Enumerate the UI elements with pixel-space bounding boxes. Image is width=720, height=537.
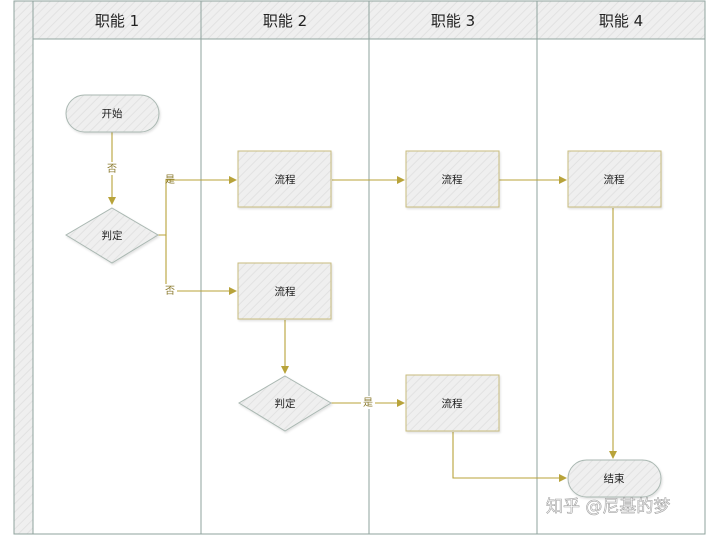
lane-title-2: 职能 2	[263, 12, 307, 30]
node-process4	[237, 262, 332, 320]
node-decision2-label: 判定	[275, 397, 296, 410]
node-decision1	[65, 207, 159, 264]
edge-decision1-yes	[158, 176, 237, 236]
edge-label-bg	[163, 284, 177, 297]
edge-process5-to-end	[452, 432, 567, 482]
pool-strip	[13, 0, 34, 535]
lane-title-4: 职能 4	[599, 12, 643, 30]
node-process3	[567, 150, 662, 208]
node-end	[567, 459, 662, 498]
node-start	[65, 94, 160, 133]
edge-label-decision1-no: 否	[165, 285, 175, 297]
edge-label-decision2-yes: 是	[363, 397, 373, 409]
edge-label-decision1-yes: 是	[165, 174, 175, 186]
node-process2	[405, 150, 500, 208]
edge-label-bg	[361, 396, 375, 409]
node-decision2	[238, 375, 332, 432]
watermark: 知乎 @尼基的梦	[546, 497, 670, 517]
node-end-label: 结束	[604, 472, 625, 485]
node-start-label: 开始	[102, 107, 123, 120]
node-process1-label: 流程	[275, 173, 296, 186]
lane-title-1: 职能 1	[95, 12, 139, 30]
node-process1	[237, 150, 332, 208]
node-process4-label: 流程	[275, 285, 296, 298]
lane-title-3: 职能 3	[431, 12, 475, 30]
node-decision1-label: 判定	[102, 229, 123, 242]
node-process5-label: 流程	[442, 397, 463, 410]
node-process3-label: 流程	[604, 173, 625, 186]
edge-label-bg	[105, 162, 119, 175]
node-process2-label: 流程	[442, 173, 463, 186]
node-process5	[405, 374, 500, 432]
edge-label-start-no: 否	[107, 163, 117, 175]
lane-body-4	[536, 38, 706, 535]
